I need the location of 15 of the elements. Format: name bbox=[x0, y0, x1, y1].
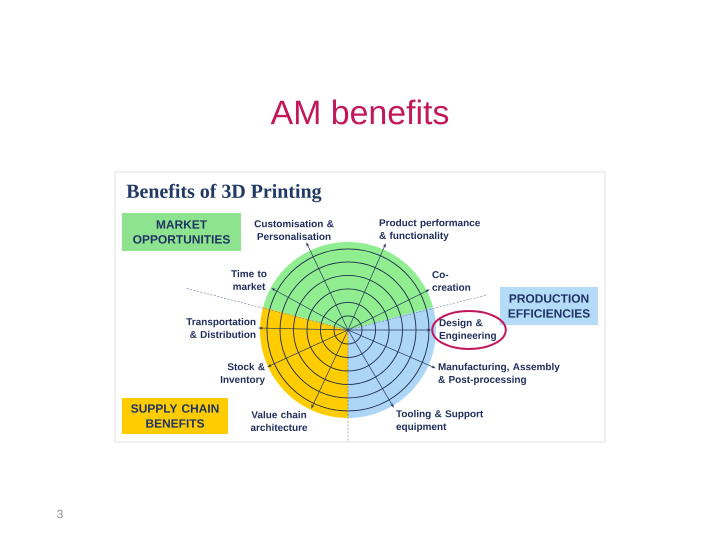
benefit-label: Co- creation bbox=[432, 271, 470, 291]
benefit-label: Stock & Inventory bbox=[220, 362, 265, 385]
slide-title: AM benefits bbox=[270, 100, 448, 124]
benefit-label: Time to market bbox=[231, 270, 267, 290]
slide-number: 3 bbox=[57, 510, 63, 518]
category-box: PRODUCTION EFFICIENCIES bbox=[500, 286, 598, 325]
benefit-label: Product performance & functionality bbox=[379, 218, 480, 241]
benefit-label: Tooling & Support equipment bbox=[396, 410, 484, 432]
benefit-label: Customisation & Personalisation bbox=[254, 220, 334, 240]
benefit-label: Value chain architecture bbox=[250, 410, 308, 432]
circled-label: Design & Engineering bbox=[431, 310, 507, 350]
benefit-label: Manufacturing, Assembly & Post-processing bbox=[438, 362, 560, 386]
benefit-label: Transportation & Distribution bbox=[186, 318, 256, 338]
category-box: SUPPLY CHAIN BENEFITS bbox=[122, 398, 228, 434]
category-box: MARKET OPPORTUNITIES bbox=[122, 212, 241, 251]
